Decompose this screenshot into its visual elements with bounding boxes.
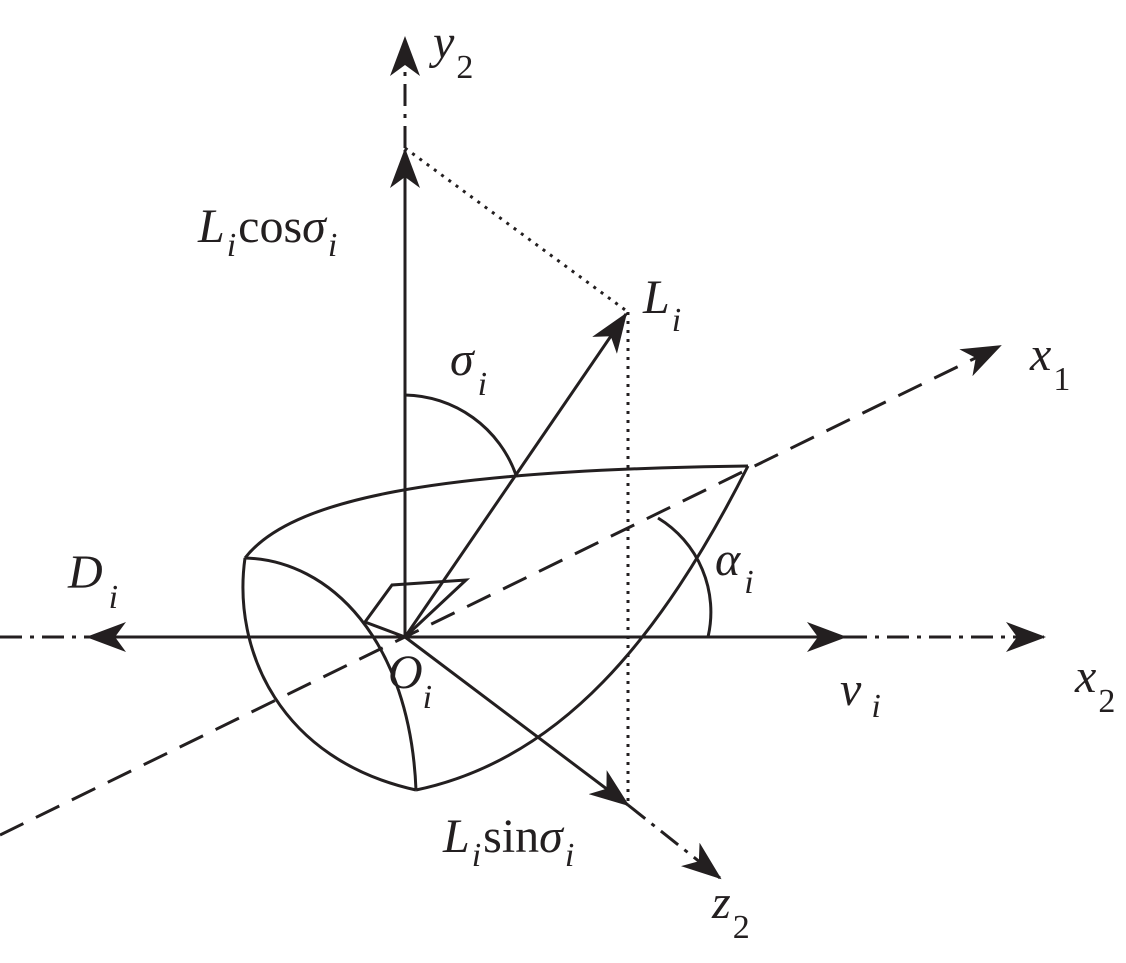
lift-cos-component-label: Licosσi	[197, 200, 337, 264]
lift-label: Li	[642, 271, 681, 339]
x1-axis	[0, 344, 1002, 837]
projection-line-to-y2	[404, 146, 629, 314]
origin-label: Oi	[388, 646, 432, 716]
x2-label: x2	[1074, 650, 1115, 720]
sigma-angle-arc	[404, 393, 518, 476]
cone-left-edge	[241, 557, 417, 792]
alpha-angle-arc	[657, 516, 713, 638]
y2-label: y2	[428, 16, 473, 86]
wing-section	[362, 578, 471, 639]
cone-top-edge	[243, 464, 749, 559]
lift-lateral-component-arrow	[404, 635, 630, 807]
z2-axis-extension	[627, 803, 722, 880]
x1-label: x1	[1029, 328, 1070, 398]
lift-sin-component-label: Lisinσi	[442, 810, 574, 874]
cone-right-edge	[415, 465, 750, 792]
cone-cross-section-curve	[244, 556, 418, 791]
z2-label: z2	[711, 876, 750, 946]
